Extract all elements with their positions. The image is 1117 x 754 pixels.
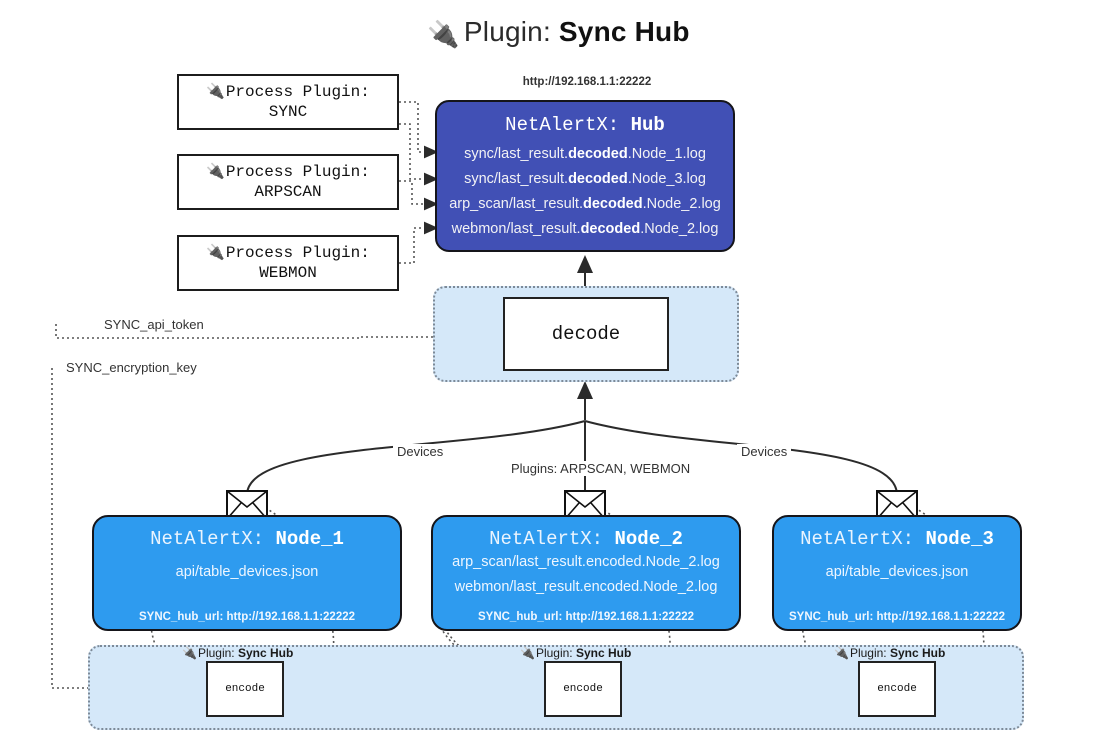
node-resource-line: api/table_devices.json (175, 564, 319, 580)
title-name: Sync Hub (558, 16, 690, 47)
plug-icon: 🔌 (182, 646, 197, 660)
hub-role: Hub (630, 114, 665, 136)
node-hub-url: SYNC_hub_url: http://192.168.1.1:22222 (138, 611, 356, 623)
edge-label-devices-right: Devices (737, 444, 792, 459)
plug-icon: 🔌 (520, 646, 535, 660)
node-card-node-1[interactable]: NetAlertX: Node_1 api/table_devices.json… (92, 515, 402, 631)
hub-log-line: webmon/last_result.decoded.Node_2.log (451, 221, 719, 237)
hub-log-list: sync/last_result.decoded.Node_1.log sync… (437, 142, 733, 242)
node-resource-line: api/table_devices.json (825, 564, 969, 580)
node-hub-url: SYNC_hub_url: http://192.168.1.1:22222 (477, 611, 695, 623)
hub-log-line: arp_scan/last_result.decoded.Node_2.log (449, 196, 721, 212)
hub-url-label: http://192.168.1.1:22222 (522, 76, 652, 88)
encode-plugin-caption: 🔌Plugin: Sync Hub (834, 646, 946, 660)
process-plugin-arpscan[interactable]: 🔌Process Plugin: ARPSCAN (177, 154, 399, 210)
sync-encryption-key-label: SYNC_encryption_key (62, 360, 201, 375)
node-card-node-3[interactable]: NetAlertX: Node_3 api/table_devices.json… (772, 515, 1022, 631)
edge-label-plugins-center: Plugins: ARPSCAN, WEBMON (507, 461, 695, 476)
node-app-name: NetAlertX: (800, 528, 915, 550)
hub-log-line: sync/last_result.decoded.Node_1.log (464, 146, 706, 162)
node-app-name: NetAlertX: (489, 528, 604, 550)
process-plugin-name: SYNC (268, 103, 308, 121)
process-plugin-name: ARPSCAN (254, 183, 322, 201)
encode-box-node-3[interactable]: encode (858, 661, 936, 717)
node-name: Node_3 (925, 528, 994, 550)
encode-box-node-2[interactable]: encode (544, 661, 622, 717)
process-plugin-webmon[interactable]: 🔌Process Plugin: WEBMON (177, 235, 399, 291)
process-plugin-label: Process Plugin: (225, 83, 370, 101)
sync-api-token-label: SYNC_api_token (100, 317, 208, 332)
plug-icon: 🔌 (206, 243, 225, 261)
edge-label-devices-left: Devices (393, 444, 448, 459)
decode-box[interactable]: decode (503, 297, 669, 371)
node-resource-line: webmon/last_result.encoded.Node_2.log (454, 579, 718, 595)
node-name: Node_1 (275, 528, 344, 550)
plug-icon: 🔌 (834, 646, 849, 660)
process-plugin-sync[interactable]: 🔌Process Plugin: SYNC (177, 74, 399, 130)
node-name: Node_2 (614, 528, 683, 550)
process-plugin-name: WEBMON (259, 264, 317, 282)
plug-icon: 🔌 (206, 162, 225, 180)
process-plugin-label: Process Plugin: (225, 244, 370, 262)
node-title: NetAlertX: Node_3 (774, 528, 1020, 550)
node-app-name: NetAlertX: (150, 528, 265, 550)
hub-app-name: NetAlertX: (505, 114, 620, 136)
node-title: NetAlertX: Node_1 (94, 528, 400, 550)
page-title: 🔌Plugin: Sync Hub (0, 16, 1117, 50)
encode-plugin-caption: 🔌Plugin: Sync Hub (182, 646, 294, 660)
hub-node[interactable]: NetAlertX: Hub sync/last_result.decoded.… (435, 100, 735, 252)
encode-plugin-caption: 🔌Plugin: Sync Hub (520, 646, 632, 660)
node-card-node-2[interactable]: NetAlertX: Node_2 arp_scan/last_result.e… (431, 515, 741, 631)
hub-log-line: sync/last_result.decoded.Node_3.log (464, 171, 706, 187)
encode-box-node-1[interactable]: encode (206, 661, 284, 717)
node-hub-url: SYNC_hub_url: http://192.168.1.1:22222 (788, 611, 1006, 623)
plug-icon: 🔌 (427, 19, 460, 49)
node-title: NetAlertX: Node_2 (433, 528, 739, 550)
envelope-icon (876, 490, 918, 520)
title-prefix: Plugin: (463, 16, 551, 47)
process-plugin-label: Process Plugin: (225, 163, 370, 181)
node-resource-line: arp_scan/last_result.encoded.Node_2.log (452, 554, 720, 570)
hub-title: NetAlertX: Hub (437, 114, 733, 136)
plug-icon: 🔌 (206, 82, 225, 100)
